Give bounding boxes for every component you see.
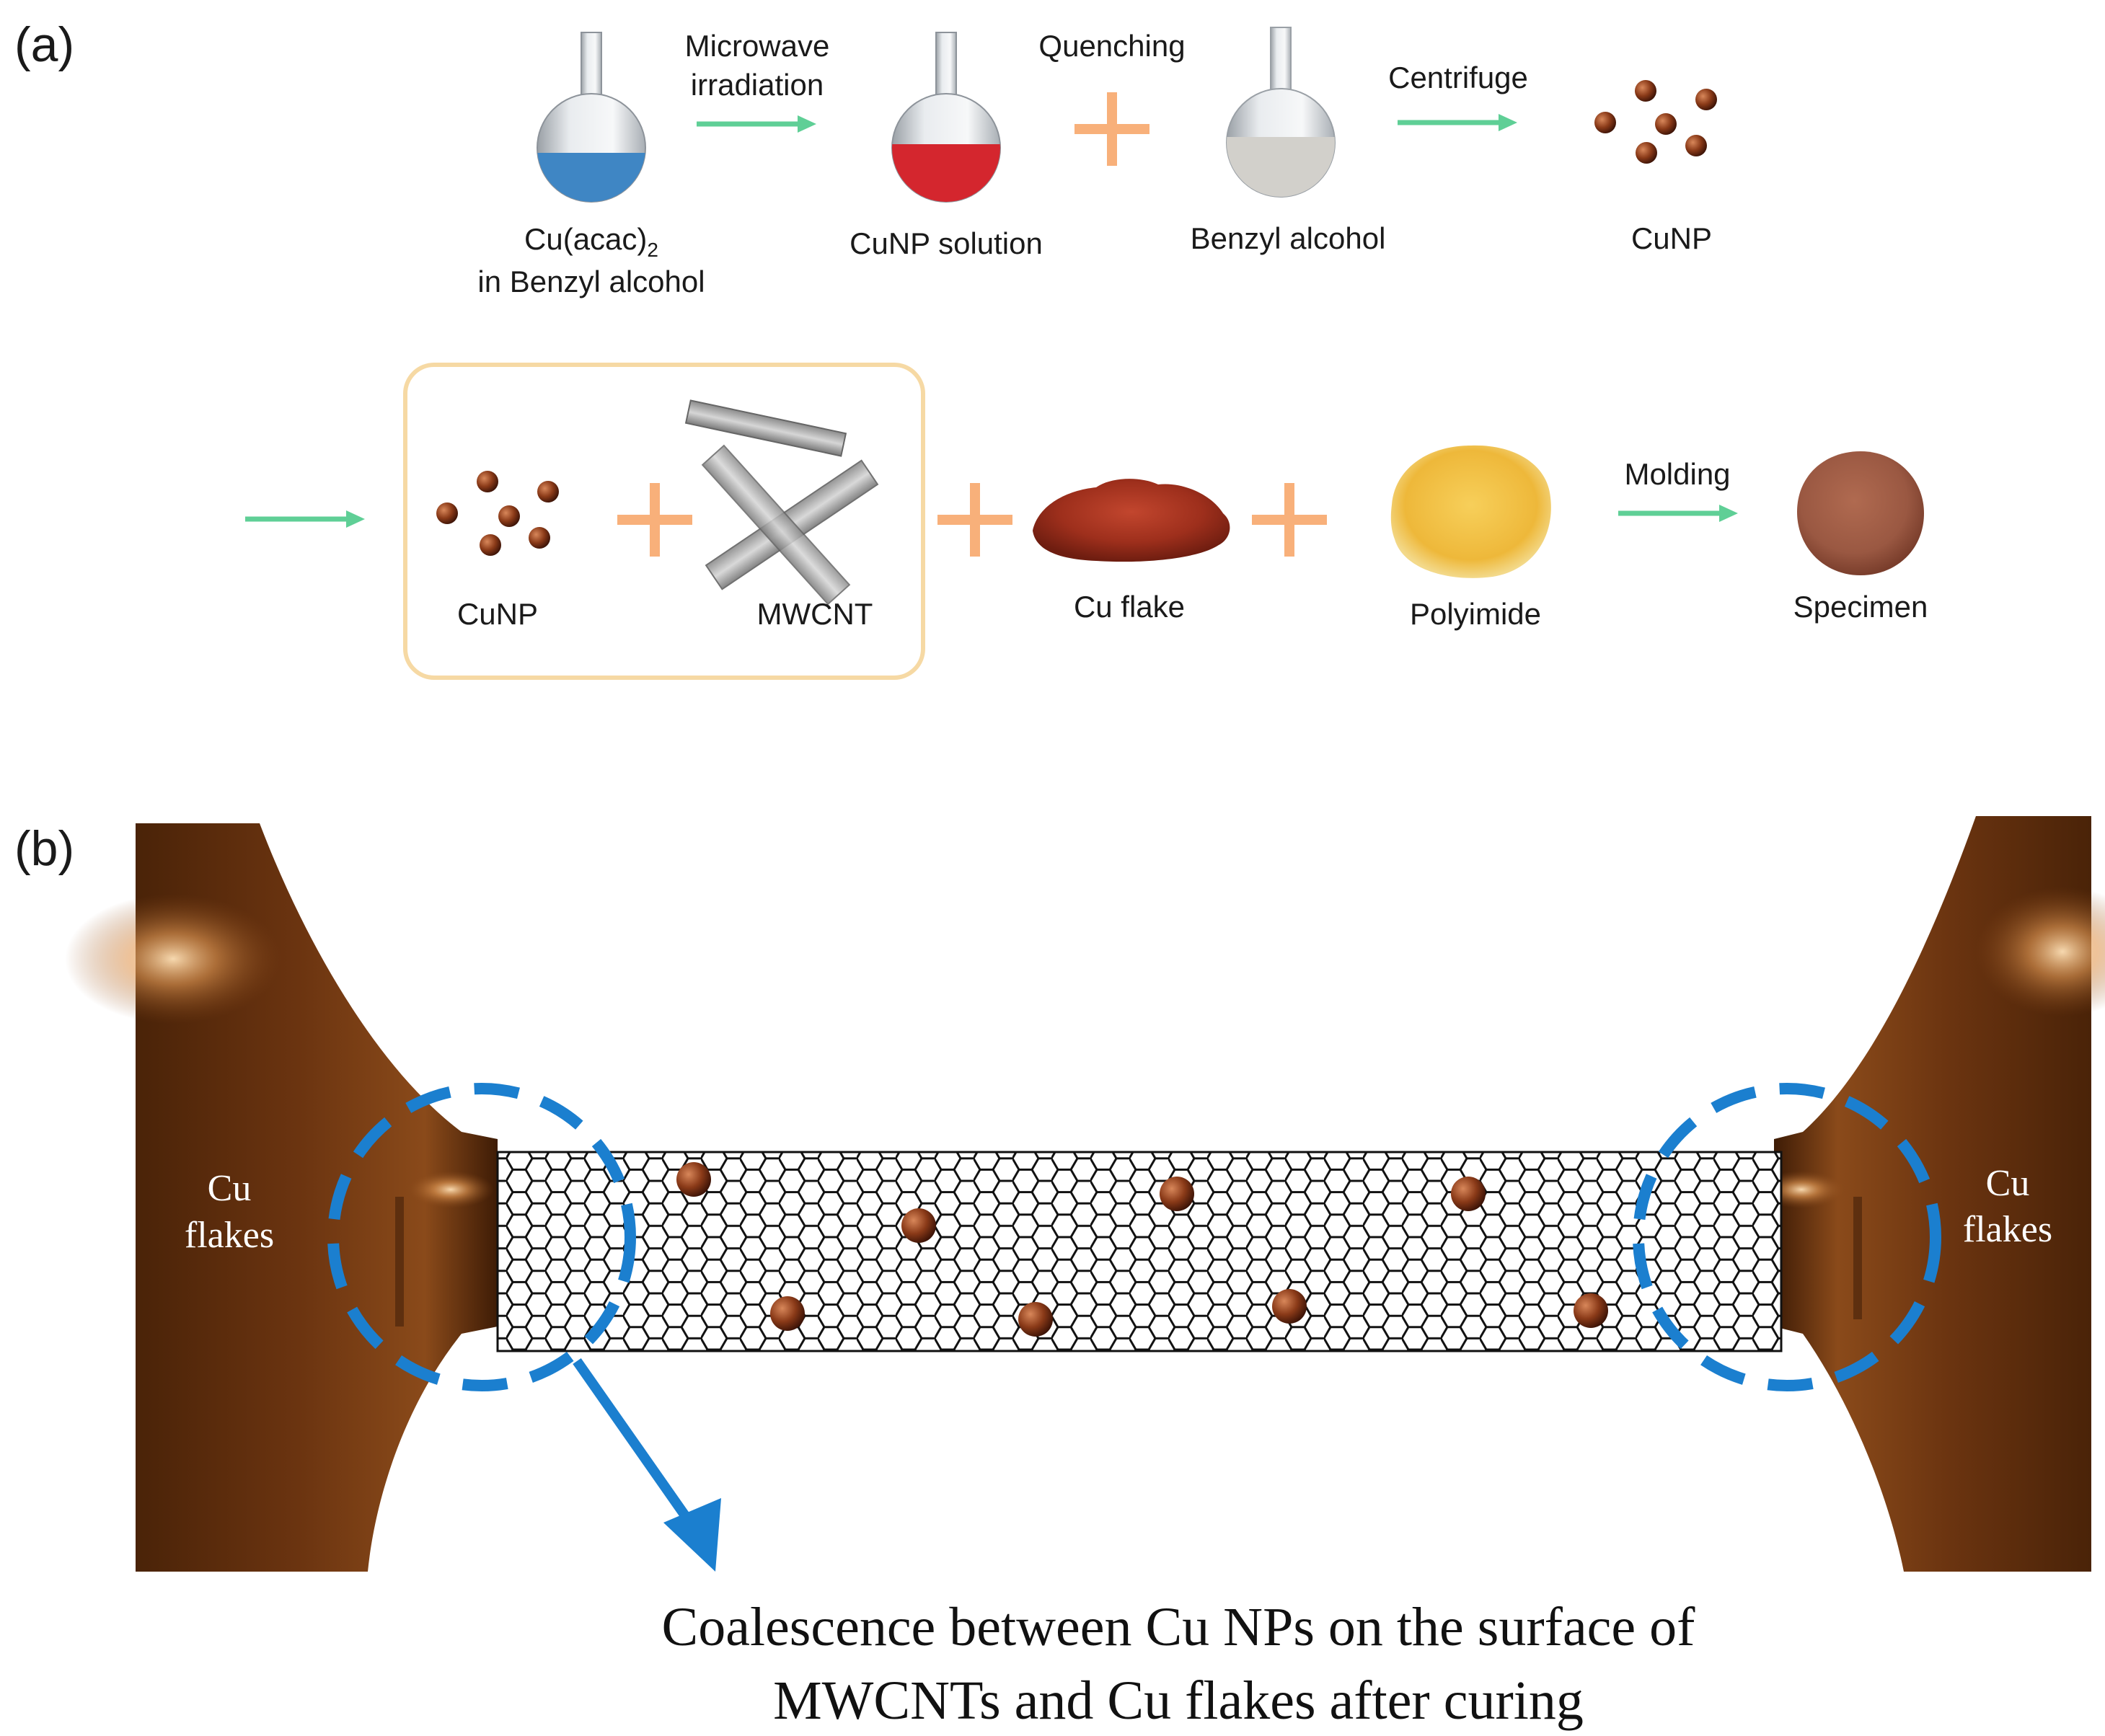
- plus-sign: [937, 483, 1012, 557]
- particle: [498, 505, 520, 527]
- particle: [1695, 89, 1717, 110]
- cu-nanoparticles: [676, 1162, 1608, 1337]
- flask-red-label: CuNP solution: [849, 226, 1043, 260]
- tube: [701, 444, 851, 606]
- plus-sign: [1074, 92, 1149, 166]
- particle: [1685, 135, 1707, 156]
- particle: [676, 1162, 711, 1197]
- polyimide-label: Polyimide: [1410, 597, 1541, 631]
- particle: [537, 481, 559, 502]
- plus-sign: [617, 483, 692, 557]
- left-flakes-label-line2: flakes: [185, 1215, 274, 1256]
- coalescence-circle-right: [1633, 1083, 1941, 1391]
- arrow2: [1398, 114, 1517, 131]
- particle: [1574, 1293, 1608, 1328]
- mwcnt-mesh: [496, 1151, 1783, 1352]
- pointer-arrow: [573, 1358, 721, 1572]
- cunp-mwcnt-box: [403, 363, 925, 680]
- particle: [1018, 1302, 1053, 1337]
- left-flakes-label-line1: Cu: [208, 1168, 252, 1209]
- arrow1-label-line2: irradiation: [691, 68, 824, 102]
- flask-blue: [537, 32, 646, 203]
- flask-blue-label-line2: in Benzyl alcohol: [477, 265, 705, 298]
- panel-b-label: (b): [14, 821, 74, 876]
- particle: [1272, 1289, 1307, 1324]
- particle: [1451, 1177, 1486, 1211]
- caption-line2: MWCNTs and Cu flakes after curing: [773, 1670, 1584, 1731]
- molding-arrow: [1618, 505, 1738, 522]
- arrow1-label-line1: Microwave: [685, 29, 830, 63]
- cunp-label-row2: CuNP: [457, 597, 538, 631]
- particle: [1594, 112, 1616, 133]
- row2-arrow-in: [245, 510, 365, 528]
- right-flakes-label-line2: flakes: [1963, 1209, 2052, 1250]
- polyimide-powder: [1390, 445, 1551, 578]
- particle: [770, 1296, 805, 1331]
- particle: [1636, 142, 1657, 164]
- cunp-particles-row1: [1594, 80, 1717, 164]
- specimen-disc: [1797, 451, 1924, 575]
- coalescence-circle-left: [327, 1083, 636, 1391]
- arrow2-label: Centrifuge: [1388, 61, 1528, 94]
- mwcnt-label: MWCNT: [757, 597, 873, 631]
- particle: [436, 502, 458, 524]
- caption-line1: Coalescence between Cu NPs on the surfac…: [662, 1597, 1696, 1657]
- particle: [477, 471, 498, 492]
- cu-flake-powder: [1033, 479, 1230, 562]
- arrow1: [697, 115, 816, 133]
- flask-liquid: [1227, 137, 1335, 197]
- flask-liquid: [892, 144, 1000, 202]
- plus-sign: [1252, 483, 1327, 557]
- mwcnt-tubes: [684, 399, 879, 606]
- particle: [480, 534, 501, 556]
- specimen-label: Specimen: [1793, 590, 1928, 624]
- cu-flake-label: Cu flake: [1074, 590, 1185, 624]
- right-flakes-label-line1: Cu: [1986, 1163, 2030, 1204]
- cunp-particles-row2: [436, 471, 559, 556]
- flask-red: [891, 32, 1001, 203]
- tube: [684, 399, 847, 457]
- particle: [1160, 1177, 1194, 1211]
- particle: [1655, 113, 1677, 135]
- particle: [1635, 80, 1656, 102]
- molding-label: Molding: [1624, 457, 1730, 491]
- flask-blue-label: Cu(acac)2: [524, 222, 658, 261]
- flask-grey-label: Benzyl alcohol: [1191, 221, 1386, 255]
- panel-a-label: (a): [14, 17, 74, 72]
- flask-grey: [1226, 27, 1336, 198]
- quenching-label: Quenching: [1038, 29, 1185, 63]
- cunp-label-row1: CuNP: [1631, 221, 1712, 255]
- particle: [529, 527, 550, 549]
- cu-flake-left: [65, 823, 498, 1572]
- flask-liquid: [537, 153, 645, 202]
- particle: [901, 1208, 936, 1243]
- cu-flake-right: [1758, 816, 2105, 1572]
